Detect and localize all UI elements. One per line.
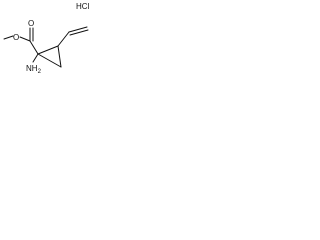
ring-bond-top xyxy=(37,45,59,55)
chemical-structure-diagram: HCl O O NH2 xyxy=(3,2,90,75)
ring-bond-bottom xyxy=(37,53,62,68)
vinyl-single-bond xyxy=(57,31,70,47)
methyl-oxygen-bond xyxy=(3,35,14,40)
hcl-salt-label: HCl xyxy=(76,2,90,11)
amine-group-label: NH2 xyxy=(26,64,42,75)
vinyl-double-bond-a xyxy=(68,26,88,33)
carbonyl-oxygen-atom: O xyxy=(28,19,34,28)
vinyl-double-bond-b xyxy=(69,29,89,36)
amine-subscript-text: 2 xyxy=(38,69,42,75)
structure-canvas: HCl O O NH2 xyxy=(0,0,95,86)
ring-bond-right xyxy=(57,45,62,68)
carbonyl-ring-bond xyxy=(29,40,39,55)
ester-oxygen-carbonyl-bond xyxy=(19,36,31,42)
amine-nh-text: NH xyxy=(26,64,38,73)
ester-oxygen-atom: O xyxy=(13,33,19,42)
ring-amine-bond xyxy=(32,53,39,63)
